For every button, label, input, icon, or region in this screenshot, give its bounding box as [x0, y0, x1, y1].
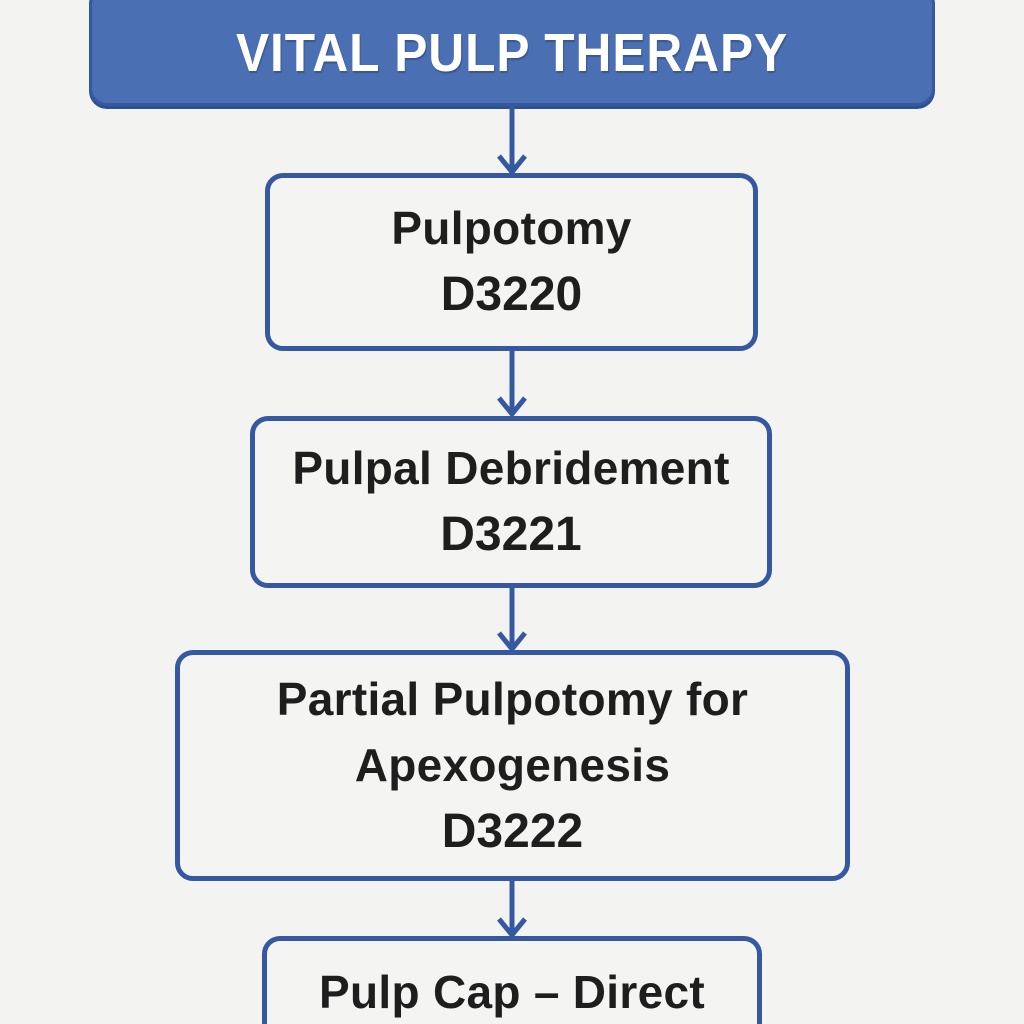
procedure-code: D3221 — [440, 508, 582, 561]
procedure-code: D3220 — [440, 268, 583, 321]
diagram-title: VITAL PULP THERAPY — [235, 23, 789, 83]
title-box: VITAL PULP THERAPY — [89, 0, 935, 106]
connector-arrow-2 — [497, 350, 527, 418]
arrow-down-icon — [497, 587, 527, 653]
connector-arrow-1 — [497, 106, 527, 176]
connector-arrow-3 — [497, 587, 527, 653]
connector-arrow-4 — [497, 880, 527, 938]
flow-node-partial-pulpotomy: Partial Pulpotomy for Apexogenesis D3222 — [175, 650, 850, 881]
flow-node-pulpotomy: Pulpotomy D3220 — [265, 173, 758, 351]
node-label: Pulpal Debridement — [292, 442, 730, 494]
arrow-down-icon — [497, 880, 527, 938]
node-label: Pulpotomy — [391, 202, 632, 254]
procedure-code: D3222 — [441, 804, 584, 858]
flow-node-pulpal-debridement: Pulpal Debridement D3221 — [250, 416, 772, 588]
arrow-down-icon — [497, 350, 527, 418]
node-label: Pulp Cap – Direct — [319, 966, 705, 1018]
node-label-line-2: Apexogenesis — [354, 738, 671, 791]
arrow-down-icon — [497, 106, 527, 176]
node-label-line-1: Partial Pulpotomy for — [276, 672, 749, 725]
flow-node-pulp-cap-direct: Pulp Cap – Direct — [262, 936, 762, 1024]
